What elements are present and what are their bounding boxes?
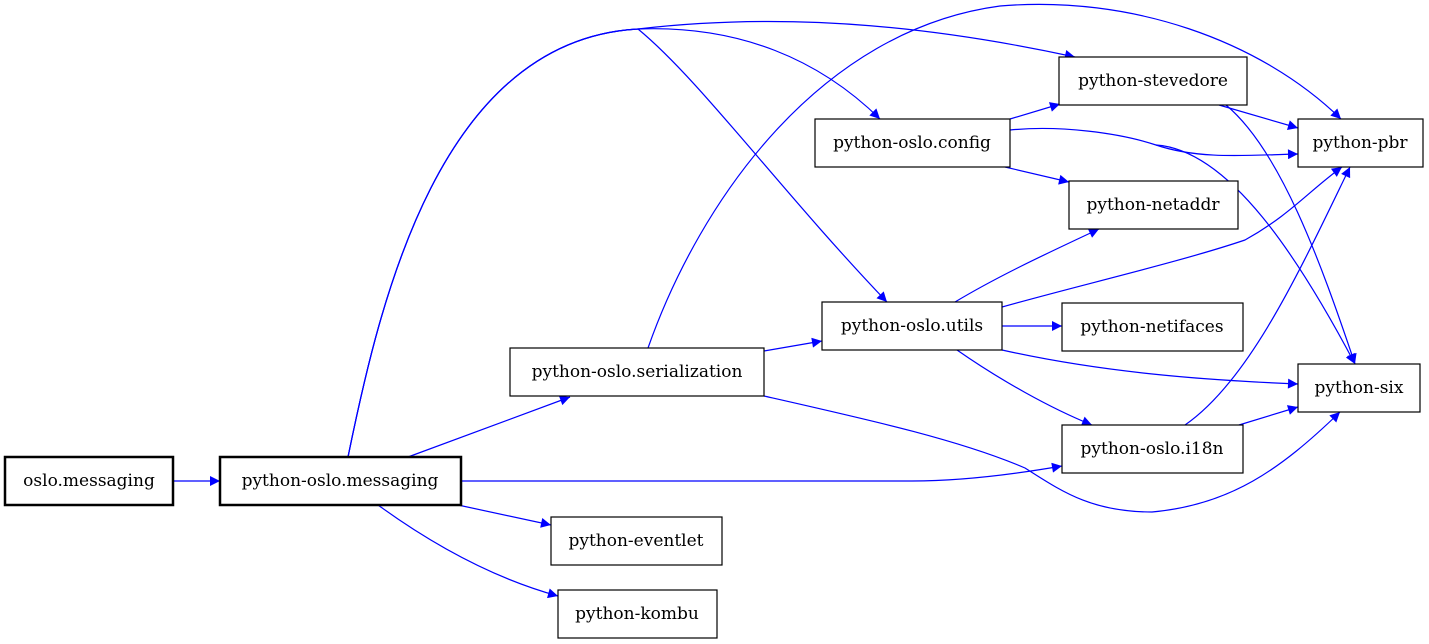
node-label: python-netifaces [1080,317,1223,337]
node-python-oslo-utils[interactable]: python-oslo.utils [821,301,1003,351]
node-label: python-oslo.serialization [532,362,743,382]
edges-layer [173,3,1357,599]
edge-python-oslo-messaging-to-python-oslo-i18n [461,462,1063,482]
edge-python-oslo-config-to-python-stevedore [1009,102,1061,120]
node-python-pbr[interactable]: python-pbr [1297,118,1424,168]
node-python-oslo-config[interactable]: python-oslo.config [814,118,1011,168]
edge-python-oslo-serialization-to-python-pbr [647,3,1342,349]
node-label: python-eventlet [568,531,703,551]
node-label: python-six [1315,378,1404,398]
node-python-oslo-serialization[interactable]: python-oslo.serialization [509,347,765,397]
edge-python-oslo-i18n-to-python-six [1238,405,1299,426]
edge-python-oslo-i18n-to-python-pbr [1184,166,1351,426]
node-python-netaddr[interactable]: python-netaddr [1068,180,1239,230]
edge-python-oslo-config-to-python-six [1155,144,1356,365]
edge-python-oslo-serialization-to-python-oslo-utils [763,337,823,352]
edge-python-oslo-messaging-to-python-kombu [377,504,559,599]
edge-python-oslo-messaging-to-python-oslo-utils [347,28,888,458]
edge-python-oslo-utils-to-python-pbr [1001,166,1343,308]
node-python-stevedore[interactable]: python-stevedore [1058,56,1248,106]
node-label: python-kombu [575,604,699,624]
node-label: python-pbr [1312,133,1408,153]
node-python-oslo-i18n[interactable]: python-oslo.i18n [1061,424,1244,474]
edge-python-oslo-messaging-to-python-oslo-serialization [407,395,571,458]
edge-python-oslo-utils-to-python-oslo-i18n [956,349,1093,426]
node-label: python-oslo.i18n [1081,439,1224,459]
edge-python-oslo-config-to-python-netaddr [1004,166,1070,185]
edge-python-oslo-config-to-python-pbr [1009,127,1299,160]
node-label: python-oslo.utils [841,316,983,336]
node-label: python-stevedore [1078,71,1228,91]
edge-python-stevedore-to-python-six [1225,104,1357,365]
edge-python-oslo-serialization-to-python-six [763,395,1341,513]
node-label: python-oslo.messaging [242,471,439,491]
node-python-oslo-messaging[interactable]: python-oslo.messaging [218,455,463,507]
node-python-six[interactable]: python-six [1297,363,1421,413]
edge-python-stevedore-to-python-pbr [1218,104,1299,131]
node-python-eventlet[interactable]: python-eventlet [550,516,723,566]
nodes-layer: oslo.messaging python-oslo.messaging pyt… [3,56,1424,639]
node-oslo-messaging[interactable]: oslo.messaging [3,455,175,507]
edge-python-oslo-utils-to-python-six [1001,349,1299,389]
node-python-kombu[interactable]: python-kombu [557,589,718,639]
node-python-netifaces[interactable]: python-netifaces [1061,302,1244,352]
node-label: oslo.messaging [23,471,155,491]
edge-python-oslo-utils-to-python-netaddr [954,228,1100,303]
node-label: python-oslo.config [833,133,991,153]
edge-python-oslo-messaging-to-python-eventlet [457,504,552,528]
node-label: python-netaddr [1086,195,1220,215]
